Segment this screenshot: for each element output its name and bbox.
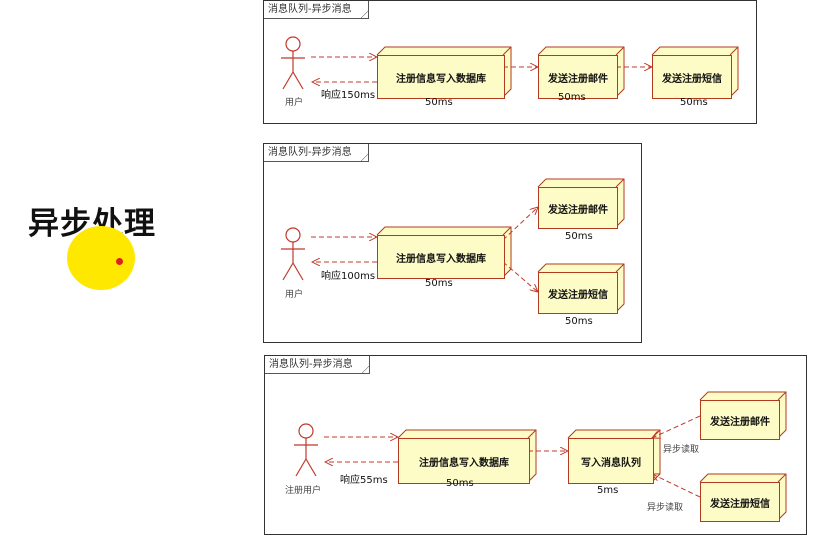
time-label: 50ms <box>565 231 593 242</box>
time-label: 50ms <box>565 316 593 327</box>
async-read-label: 异步读取 <box>647 503 684 513</box>
cursor-highlight <box>67 226 135 290</box>
node-send-sms: 发送注册短信 <box>700 482 780 522</box>
node-send-email: 发送注册邮件 <box>538 187 618 229</box>
time-label: 5ms <box>597 485 619 496</box>
actor-body <box>281 242 305 281</box>
frame-title: 消息队列-异步消息 <box>264 1 369 19</box>
node-write-queue: 写入消息队列 <box>568 438 654 484</box>
arrow-branch <box>502 207 538 241</box>
actor-head <box>285 36 301 52</box>
node-db-write: 注册信息写入数据库 <box>377 55 505 99</box>
actor-label: 用户 <box>285 290 304 300</box>
actor-head <box>298 423 314 439</box>
response-label: 响应150ms <box>321 90 376 101</box>
arrow-async-read <box>652 474 701 498</box>
frame-title: 消息队列-异步消息 <box>264 144 369 162</box>
time-label: 50ms <box>446 478 474 489</box>
actor-body <box>281 51 305 90</box>
time-label: 50ms <box>425 97 453 108</box>
node-send-sms: 发送注册短信 <box>538 272 618 314</box>
async-read-label: 异步读取 <box>663 445 700 455</box>
time-label: 50ms <box>680 97 708 108</box>
response-label: 响应100ms <box>321 271 376 282</box>
node-send-email: 发送注册邮件 <box>700 400 780 440</box>
node-db-write: 注册信息写入数据库 <box>377 235 505 279</box>
node-send-sms: 发送注册短信 <box>652 55 732 99</box>
time-label: 50ms <box>558 92 586 103</box>
actor-head <box>285 227 301 243</box>
arrow-async-read <box>652 415 701 438</box>
node-send-email: 发送注册邮件 <box>538 55 618 99</box>
response-label: 响应55ms <box>340 475 388 486</box>
actor-label: 用户 <box>285 98 304 108</box>
node-db-write: 注册信息写入数据库 <box>398 438 530 484</box>
frame-title: 消息队列-异步消息 <box>265 356 370 374</box>
cursor-dot <box>116 258 123 265</box>
actor-label: 注册用户 <box>285 486 322 496</box>
time-label: 50ms <box>425 278 453 289</box>
actor-body <box>294 438 318 477</box>
